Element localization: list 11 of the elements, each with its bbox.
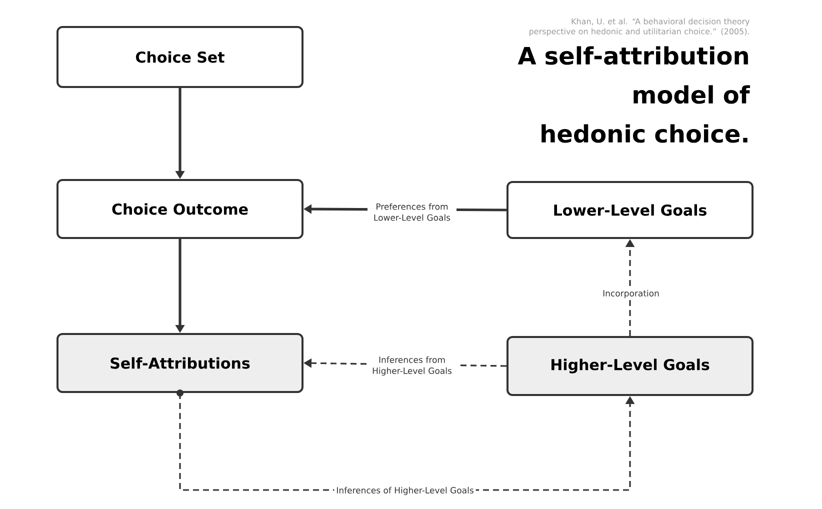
edge-label: Inferences of Higher-Level Goals [334,484,476,498]
title: A self-attribution model of hedonic choice. [518,46,750,143]
edge-label: Incorporation [600,288,662,300]
process-box: Choice Outcome [56,179,304,239]
edge-label: Inferences from Higher-Level Goals [368,354,456,378]
edge-label: Preferences from Lower-Level Goals [368,201,456,223]
process-box: Self-Attributions [56,333,304,393]
process-box: Choice Set [56,26,304,88]
process-box: Higher-Level Goals [506,336,754,396]
citation: Khan, U. et al. “A behavioral decision theory perspective on hedonic and utilitarian choice.” (2005). [530,18,750,36]
process-box: Lower-Level Goals [506,181,754,239]
